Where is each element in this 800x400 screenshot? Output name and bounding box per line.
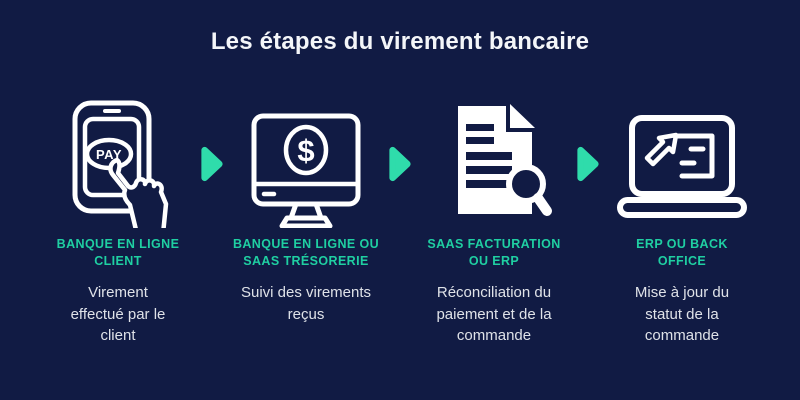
laptop-sync-icon (617, 115, 747, 218)
monitor-stand-base (279, 215, 333, 228)
pointing-hand (108, 157, 169, 228)
step-3-label: SAAS FACTURATION OU ERP (427, 237, 561, 268)
step-4-icon-box (616, 96, 748, 228)
step-1: PAY BANQUE EN LIGNE CLIENT Virement effe… (36, 96, 200, 347)
step-4-description: Mise à jour du statut de la commande (634, 283, 730, 345)
chevron-shape (389, 146, 411, 182)
phone-pay-icon: PAY (72, 100, 169, 228)
step-2-description: Suivi des virements reçus (240, 283, 372, 323)
text-line (466, 166, 512, 174)
step-2: $ BANQUE EN LIGNE OU SAAS TRÉSORERIE Sui… (224, 96, 388, 325)
dollar-circle (283, 124, 329, 176)
laptop-screen (629, 115, 735, 197)
arrow-3 (576, 144, 600, 184)
step-1-label: BANQUE EN LIGNE CLIENT (56, 237, 180, 268)
chevron-right-icon (201, 146, 223, 182)
step-1-icon-box: PAY (63, 96, 173, 228)
arrow-2 (388, 144, 412, 184)
text-line (466, 180, 512, 188)
page-title: Les étapes du virement bancaire (210, 28, 590, 55)
steps-row: PAY BANQUE EN LIGNE CLIENT Virement effe… (0, 96, 800, 347)
step-2-icon-box: $ (246, 96, 366, 228)
dollar-sign: $ (297, 133, 314, 168)
document-fold (510, 104, 535, 128)
chevron-right-icon (577, 146, 599, 182)
step-1-description: Virement effectué par le client (70, 283, 166, 345)
step-2-label: BANQUE EN LIGNE OU SAAS TRÉSORERIE (232, 237, 380, 268)
document-search-icon (458, 104, 552, 216)
chevron-right-icon (389, 146, 411, 182)
northeast-arrow (644, 132, 679, 167)
magnifier-handle (533, 193, 552, 216)
export-bracket (673, 133, 715, 179)
text-line (466, 124, 494, 131)
phone-body (72, 100, 152, 214)
step-4: ERP OU BACK OFFICE Mise à jour du statut… (600, 96, 764, 347)
chevron-shape (201, 146, 223, 182)
monitor-screen (251, 113, 361, 207)
text-line (466, 152, 512, 160)
text-line (466, 137, 494, 144)
phone-screen (82, 116, 142, 198)
step-3-icon-box (434, 96, 554, 228)
step-3-description: Réconciliation du paiement et de la comm… (436, 283, 552, 345)
magnifier-lens (506, 164, 546, 204)
step-3: SAAS FACTURATION OU ERP Réconciliation d… (412, 96, 576, 347)
arrow-1 (200, 144, 224, 184)
chevron-shape (577, 146, 599, 182)
pay-button-text: PAY (96, 147, 122, 162)
monitor-dollar-icon: $ (251, 113, 361, 228)
step-4-label: ERP OU BACK OFFICE (636, 237, 728, 268)
laptop-base (617, 197, 747, 218)
